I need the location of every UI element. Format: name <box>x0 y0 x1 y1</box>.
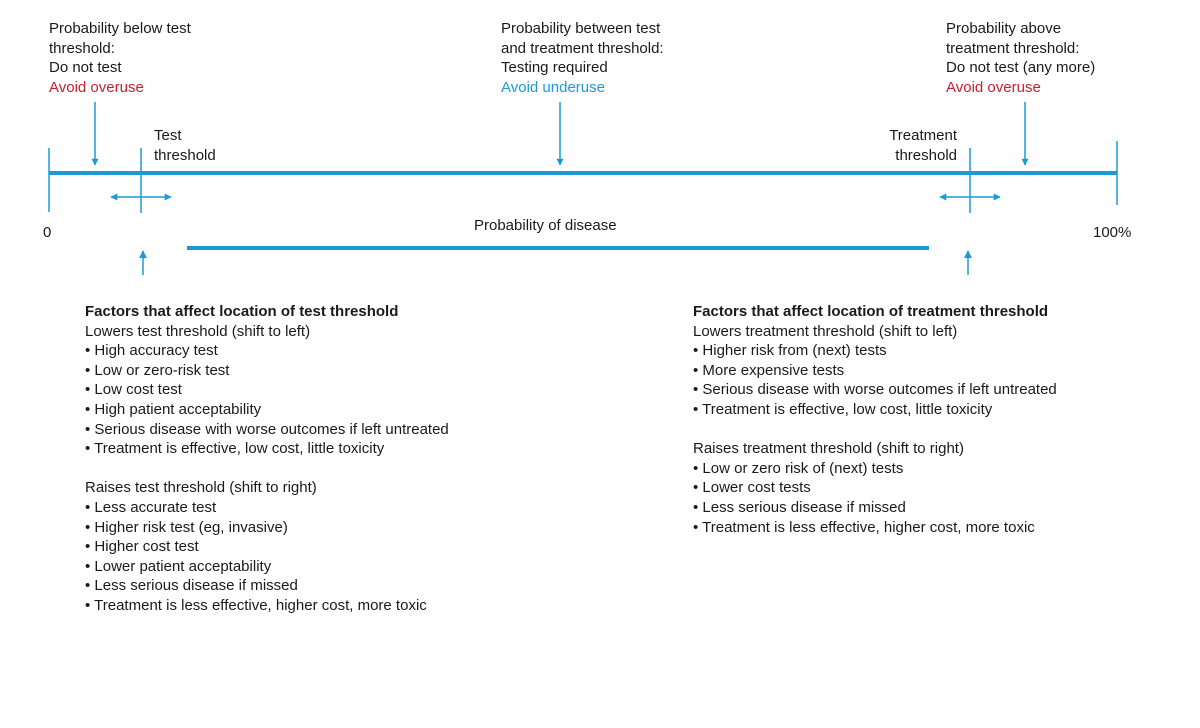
test-raises-item: • Less serious disease if missed <box>85 577 298 595</box>
test-raises-item: • Lower patient acceptability <box>85 557 272 575</box>
treatment-lowers-item: • Higher risk from (next) tests <box>693 342 887 360</box>
axis-start-label: 0 <box>43 224 52 241</box>
treatment-threshold-label-line: Treatment <box>889 127 957 144</box>
zone-left-label: Probability below test threshold: Do not… <box>49 19 191 97</box>
treatment-threshold-label: Treatment threshold <box>862 126 957 165</box>
treatment-factors-title: Factors that affect location of treatmen… <box>693 303 1049 320</box>
test-factors-panel: Factors that affect location of test thr… <box>85 302 449 616</box>
spacer <box>693 420 1057 440</box>
test-lowers-item: • High accuracy test <box>85 342 218 360</box>
treatment-factors-panel: Factors that affect location of treatmen… <box>693 302 1057 537</box>
zone-left-flag: Avoid overuse <box>49 78 144 96</box>
treatment-lowers-item: • Serious disease with worse outcomes if… <box>693 381 1057 399</box>
zone-left-line: threshold: <box>49 39 115 57</box>
test-raises-title: Raises test threshold (shift to right) <box>85 479 317 497</box>
zone-middle-line: Probability between test <box>501 20 661 37</box>
treatment-lowers-item: • Treatment is effective, low cost, litt… <box>693 400 993 418</box>
treatment-raises-item: • Lower cost tests <box>693 479 811 497</box>
test-raises-item: • Higher cost test <box>85 538 199 556</box>
zone-middle-line: Testing required <box>501 59 608 76</box>
treatment-lowers-item: • More expensive tests <box>693 361 845 379</box>
zone-right-flag: Avoid overuse <box>946 78 1041 96</box>
test-raises-item: • Treatment is less effective, higher co… <box>85 596 427 614</box>
test-lowers-title: Lowers test threshold (shift to left) <box>85 322 311 340</box>
treatment-raises-title: Raises treatment threshold (shift to rig… <box>693 440 964 458</box>
treatment-raises-item: • Low or zero risk of (next) tests <box>693 459 904 477</box>
test-raises-item: • Higher risk test (eg, invasive) <box>85 518 288 536</box>
test-factors-title: Factors that affect location of test thr… <box>85 303 399 320</box>
test-threshold-label: Test threshold <box>154 126 216 165</box>
zone-middle-label: Probability between test and treatment t… <box>501 19 664 97</box>
test-lowers-item: • High patient acceptability <box>85 400 262 418</box>
treatment-threshold-label-line: threshold <box>895 146 957 164</box>
zone-left-line: Probability below test <box>49 20 191 37</box>
zone-middle-flag: Avoid underuse <box>501 78 605 96</box>
test-threshold-label-line: Test <box>154 127 182 144</box>
axis-title: Probability of disease <box>474 217 617 234</box>
test-lowers-item: • Serious disease with worse outcomes if… <box>85 420 449 438</box>
treatment-raises-item: • Less serious disease if missed <box>693 498 906 516</box>
zone-right-line: treatment threshold: <box>946 39 1080 57</box>
zone-left-line: Do not test <box>49 59 122 76</box>
axis-end-label: 100% <box>1093 224 1132 241</box>
zone-middle-line: and treatment threshold: <box>501 39 664 57</box>
test-threshold-label-line: threshold <box>154 146 216 164</box>
test-lowers-item: • Low or zero-risk test <box>85 361 230 379</box>
test-raises-item: • Less accurate test <box>85 498 217 516</box>
treatment-raises-item: • Treatment is less effective, higher co… <box>693 518 1035 536</box>
spacer <box>85 459 449 479</box>
test-lowers-item: • Low cost test <box>85 381 182 399</box>
zone-right-line: Probability above <box>946 20 1062 37</box>
test-lowers-item: • Treatment is effective, low cost, litt… <box>85 440 385 458</box>
zone-right-line: Do not test (any more) <box>946 59 1096 76</box>
treatment-lowers-title: Lowers treatment threshold (shift to lef… <box>693 322 958 340</box>
zone-right-label: Probability above treatment threshold: D… <box>946 19 1095 97</box>
